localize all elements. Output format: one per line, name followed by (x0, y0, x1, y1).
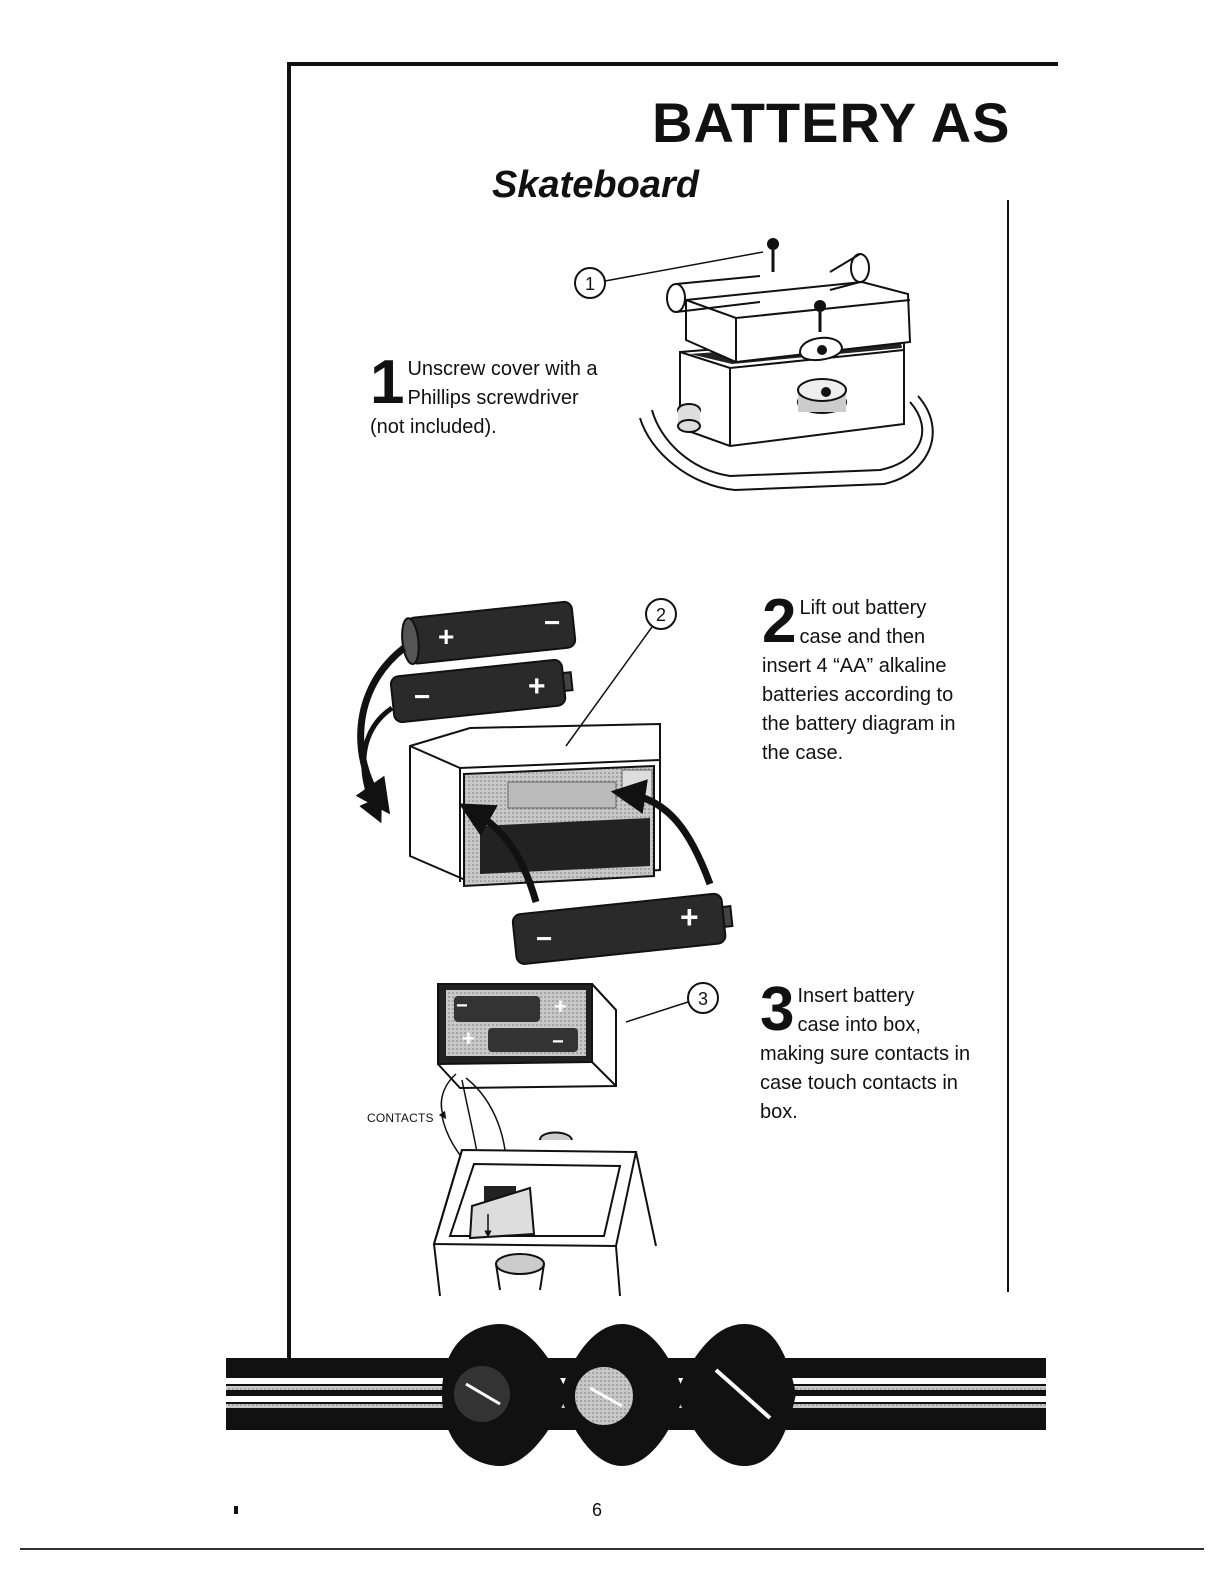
step-2: 2 Lift out battery case and then insert … (762, 594, 992, 768)
step-3: 3 Insert battery case into box, making s… (760, 982, 990, 1127)
step-1-rest: (not included). (370, 416, 497, 438)
battery-top-minus: − (544, 607, 560, 638)
battery-bottom-plus: + (680, 899, 699, 935)
step-2-line-2: case and then (799, 626, 925, 648)
step-3-number: 3 (760, 985, 794, 1035)
step-1-line-2: Phillips screwdriver (407, 387, 578, 409)
battery-middle-minus: − (414, 681, 430, 712)
step-2-number: 2 (762, 597, 796, 647)
battery-case-illustration (361, 599, 734, 965)
step-2-rest: insert 4 “AA” alkaline batteries accordi… (762, 652, 982, 768)
step-3-line-1: Insert battery (797, 985, 914, 1007)
contacts-label: CONTACTS (367, 1111, 434, 1125)
stray-mark (234, 1506, 238, 1514)
step-1-line-1: Unscrew cover with a (407, 358, 597, 380)
case-into-box-illustration (434, 983, 718, 1296)
case-plus-1: + (554, 994, 567, 1019)
battery-bottom-minus: − (536, 923, 552, 954)
case-minus-1: − (456, 995, 468, 1017)
step-1-number: 1 (370, 358, 404, 408)
step-1: 1 Unscrew cover with a Phillips screwdri… (370, 355, 650, 442)
decorative-banner (226, 1324, 1046, 1466)
step-3-rest: making sure contacts in case touch conta… (760, 1040, 984, 1127)
callout-one-label: 1 (585, 274, 595, 294)
case-plus-2: + (462, 1026, 475, 1051)
callout-two-label: 2 (656, 605, 666, 625)
step-2-line-1: Lift out battery (799, 597, 926, 619)
case-minus-2: − (552, 1031, 564, 1053)
bottom-rule (20, 1548, 1204, 1550)
callout-three-label: 3 (698, 989, 708, 1009)
battery-middle-plus: + (528, 670, 546, 703)
page-number: 6 (592, 1500, 602, 1521)
battery-top-plus: + (438, 621, 454, 652)
step-3-line-2: case into box, (797, 1014, 920, 1036)
